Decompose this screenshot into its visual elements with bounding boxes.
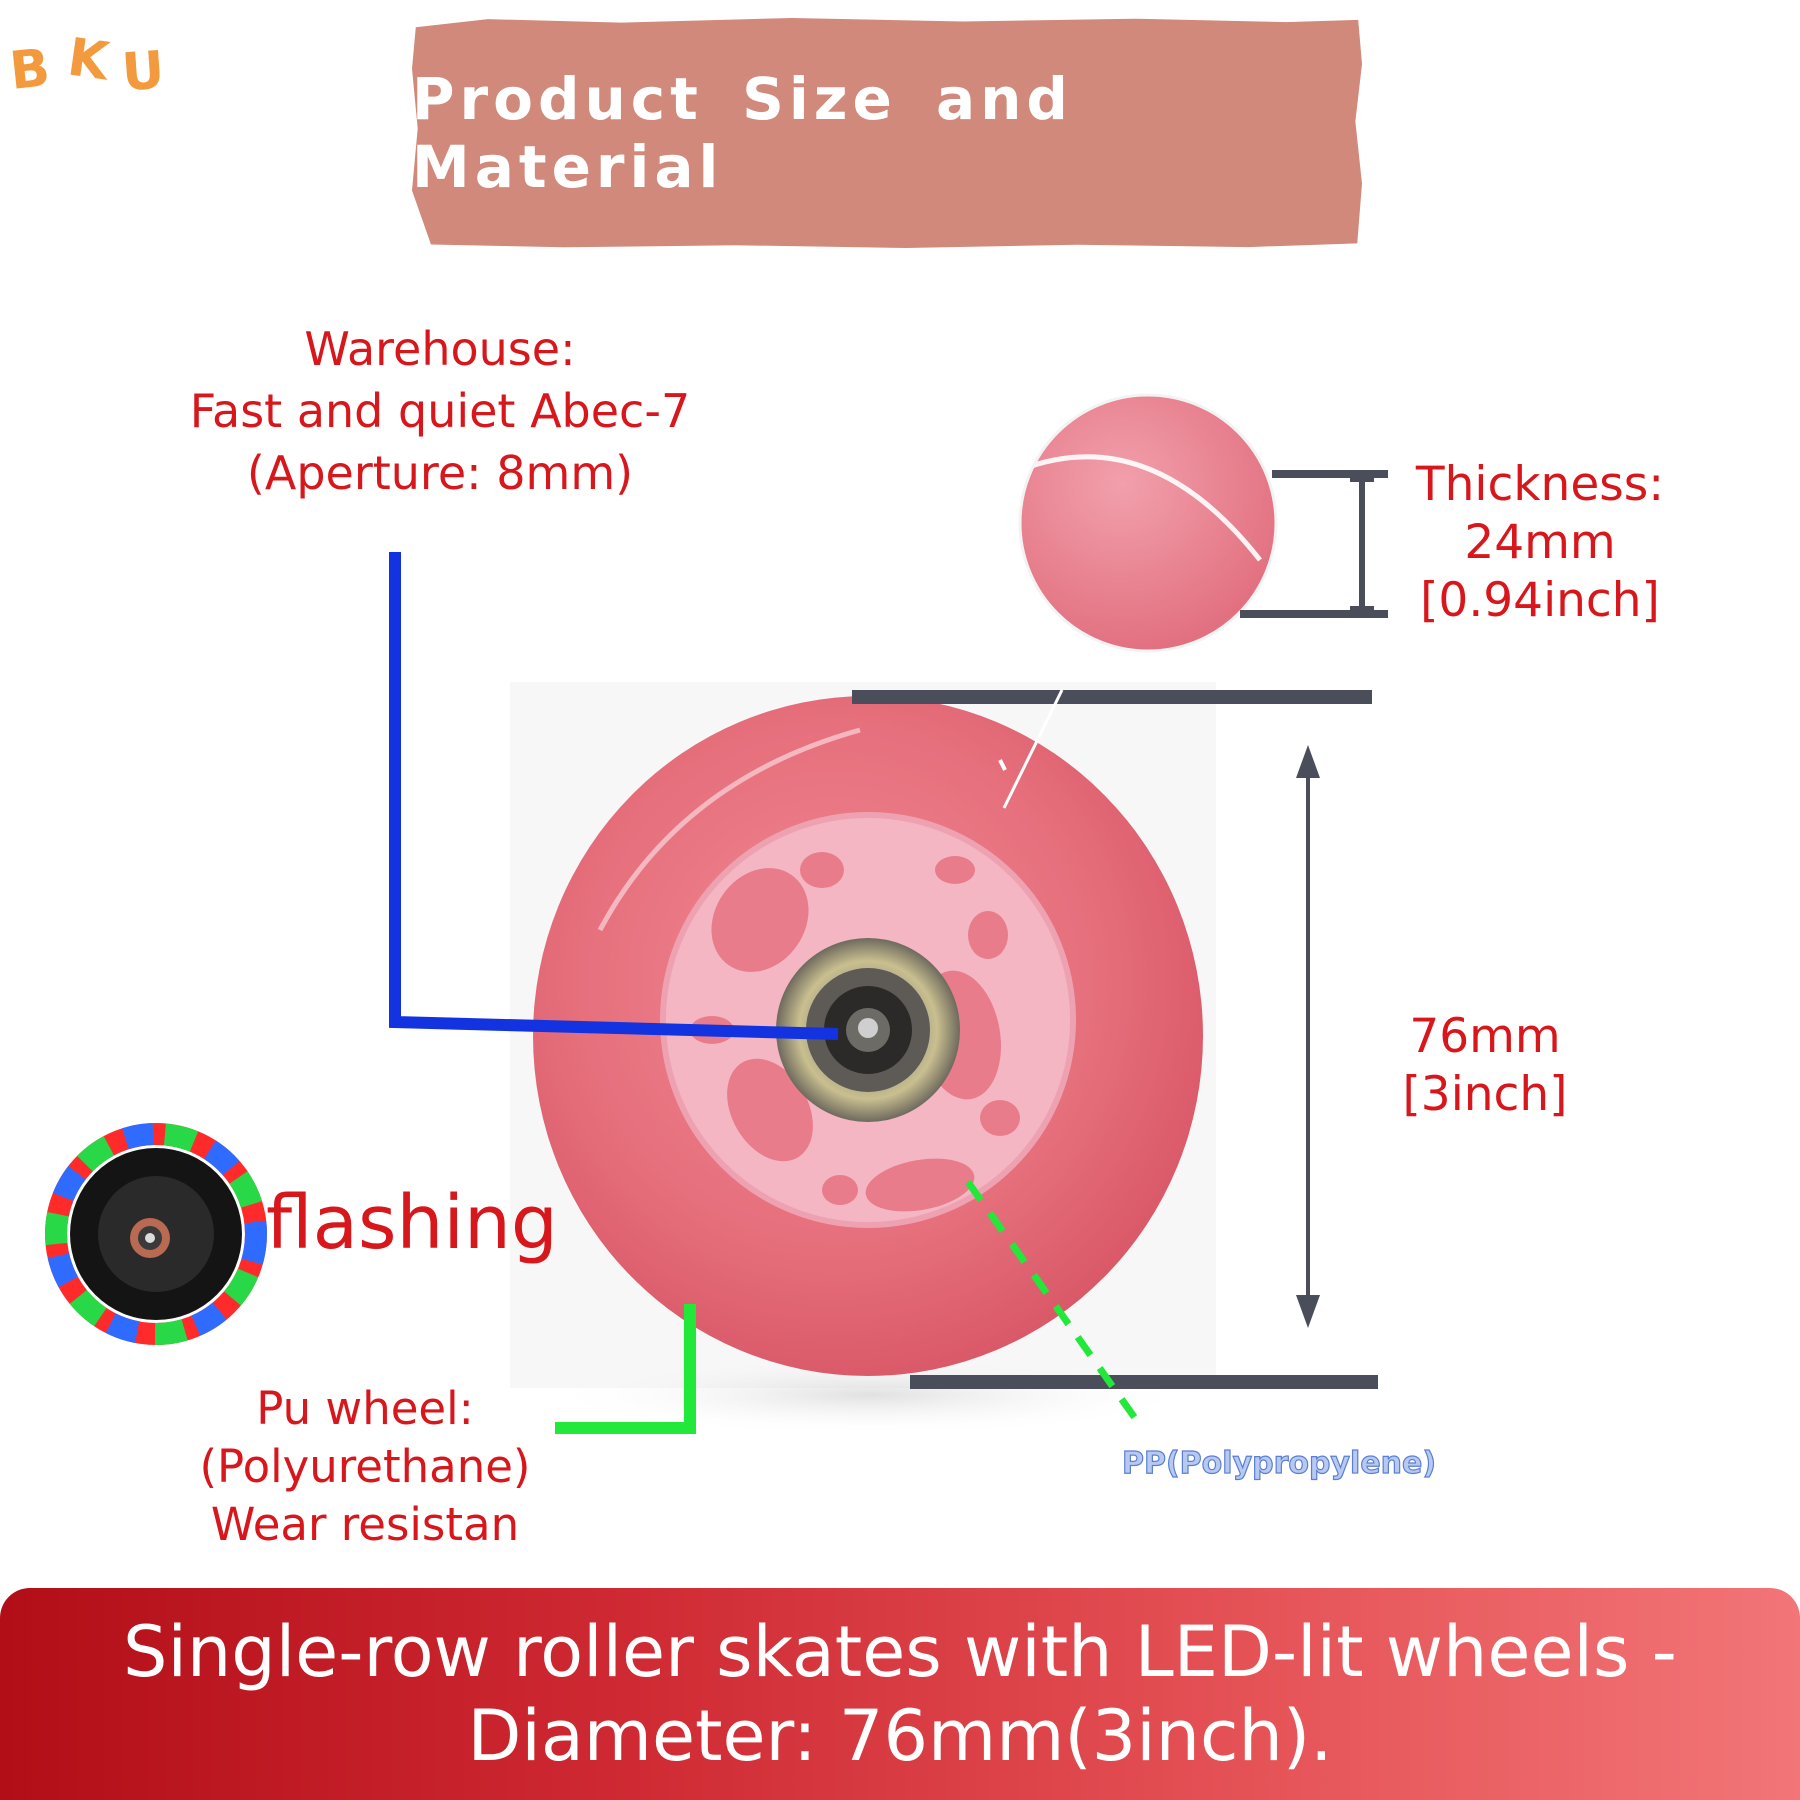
footer-line1: Single-row roller skates with LED-lit wh… — [123, 1611, 1677, 1693]
thickness-zoom-image — [1018, 393, 1278, 653]
title-banner: Product Size and Material — [412, 18, 1362, 248]
pu-callout-line — [555, 1304, 696, 1434]
main-wheel-image — [533, 696, 1203, 1376]
led-flashing-wheel-image — [45, 1123, 267, 1345]
bearing-label-line2: Fast and quiet Abec-7 — [189, 384, 691, 438]
pu-wheel-label-line2: (Polyurethane) — [199, 1440, 531, 1493]
pp-callout-line — [965, 1179, 1145, 1431]
footer-line2: Diameter: 76mm(3inch). — [467, 1695, 1333, 1777]
bearing-label: Warehouse: Fast and quiet Abec-7 (Apertu… — [150, 318, 730, 504]
thickness-label-line2: 24mm — [1464, 515, 1616, 570]
pu-wheel-label-line1: Pu wheel: — [256, 1382, 474, 1435]
diameter-label: 76mm [3inch] — [1370, 1008, 1600, 1124]
flashing-label: flashing — [266, 1180, 558, 1266]
diameter-label-line2: [3inch] — [1402, 1067, 1568, 1122]
thickness-dimension — [1240, 470, 1388, 618]
footer-banner: Single-row roller skates with LED-lit wh… — [0, 1588, 1800, 1800]
page-title: Product Size and Material — [412, 65, 1073, 201]
thickness-label-line3: [0.94inch] — [1420, 573, 1660, 628]
bearing-callout-line — [389, 552, 839, 1040]
pu-wheel-label-line3: Wear resistan — [210, 1498, 520, 1551]
bearing-label-line3: (Aperture: 8mm) — [246, 446, 634, 500]
thickness-label-line1: Thickness: — [1415, 457, 1665, 512]
diameter-label-line1: 76mm — [1409, 1009, 1561, 1064]
thickness-label: Thickness: 24mm [0.94inch] — [1395, 456, 1685, 630]
bearing-label-line1: Warehouse: — [304, 322, 576, 376]
pu-wheel-label: Pu wheel: (Polyurethane) Wear resistan — [150, 1380, 580, 1554]
diameter-dimension — [852, 689, 1378, 1389]
pp-material-label: PP(Polypropylene) — [1121, 1445, 1437, 1481]
